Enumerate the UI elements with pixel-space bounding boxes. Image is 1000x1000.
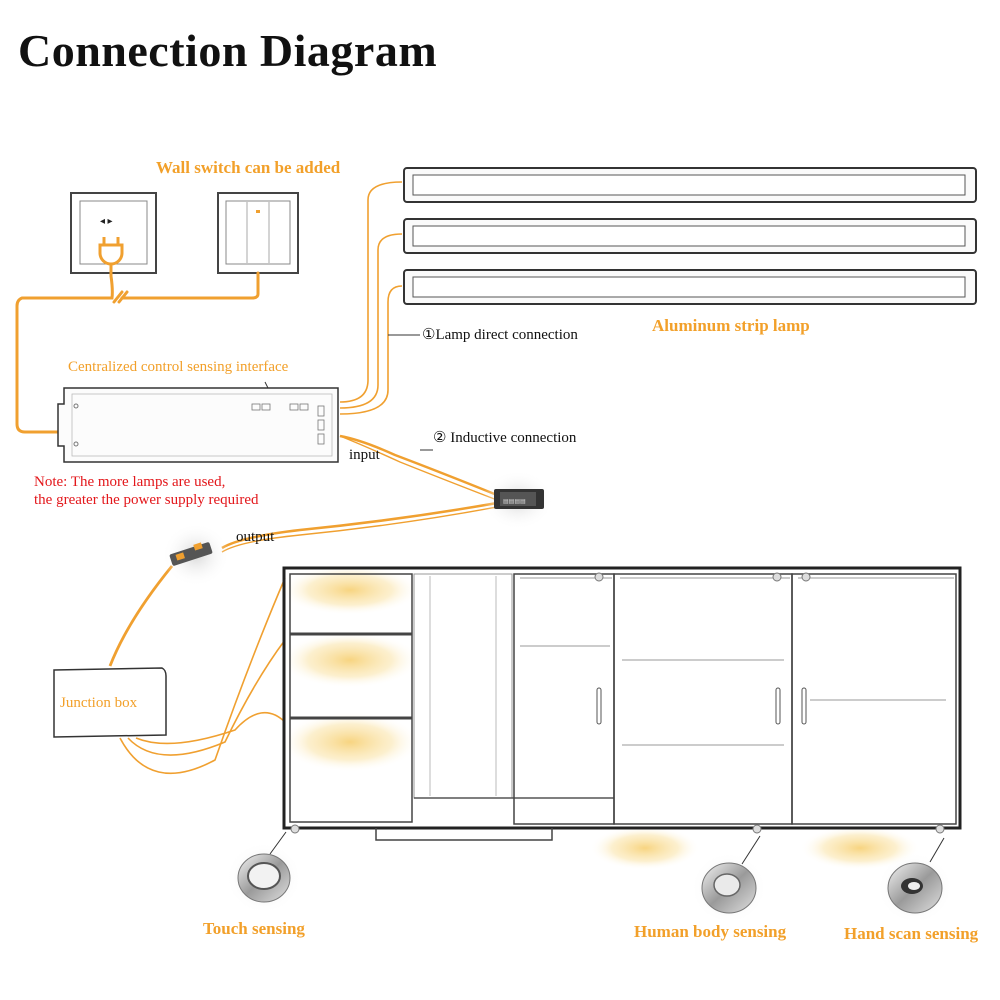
label-hand-scan-sensing: Hand scan sensing (844, 924, 979, 943)
label-aluminum-strip-lamp: Aluminum strip lamp (652, 316, 810, 335)
label-output: output (236, 529, 275, 545)
human-body-sensor-icon (691, 835, 767, 924)
strip-lamp-1 (403, 167, 977, 203)
wall-socket: ◂ ▸ (70, 192, 157, 276)
aluminum-strip-lamps (403, 167, 977, 305)
wall-switch (217, 192, 299, 274)
label-human-body-sensing: Human body sensing (634, 922, 787, 941)
svg-text:▤▤▤▤: ▤▤▤▤ (503, 499, 526, 505)
note-text: Note: The more lamps are used, the great… (34, 473, 259, 509)
svg-text:◂ ▸: ◂ ▸ (100, 216, 113, 227)
label-centralized-interface: Centralized control sensing interface (68, 359, 289, 375)
label-wall-switch: Wall switch can be added (156, 158, 341, 177)
label-touch-sensing: Touch sensing (203, 919, 305, 938)
page-title: Connection Diagram (18, 25, 438, 76)
label-lamp-direct-connection: ①Lamp direct connection (422, 327, 578, 343)
junction-box-shape (53, 667, 167, 738)
strip-lamp-3 (403, 269, 977, 305)
touch-sensor-icon (226, 831, 302, 914)
wires (15, 271, 260, 434)
label-inductive-connection: ② Inductive connection (433, 430, 577, 446)
hand-scan-sensor-icon (877, 837, 953, 924)
control-box (57, 387, 339, 463)
note-line-2: the greater the power supply required (34, 492, 259, 508)
output-connector (162, 523, 230, 587)
cabinet (280, 565, 962, 870)
note-line-1: Note: The more lamps are used, (34, 474, 226, 490)
label-junction-box: Junction box (60, 695, 138, 711)
label-input: input (349, 447, 380, 463)
plug-icon (98, 237, 124, 276)
lamp-wires (108, 181, 498, 774)
driver-module: ▤▤▤▤ (482, 470, 554, 530)
strip-lamp-2 (403, 218, 977, 254)
